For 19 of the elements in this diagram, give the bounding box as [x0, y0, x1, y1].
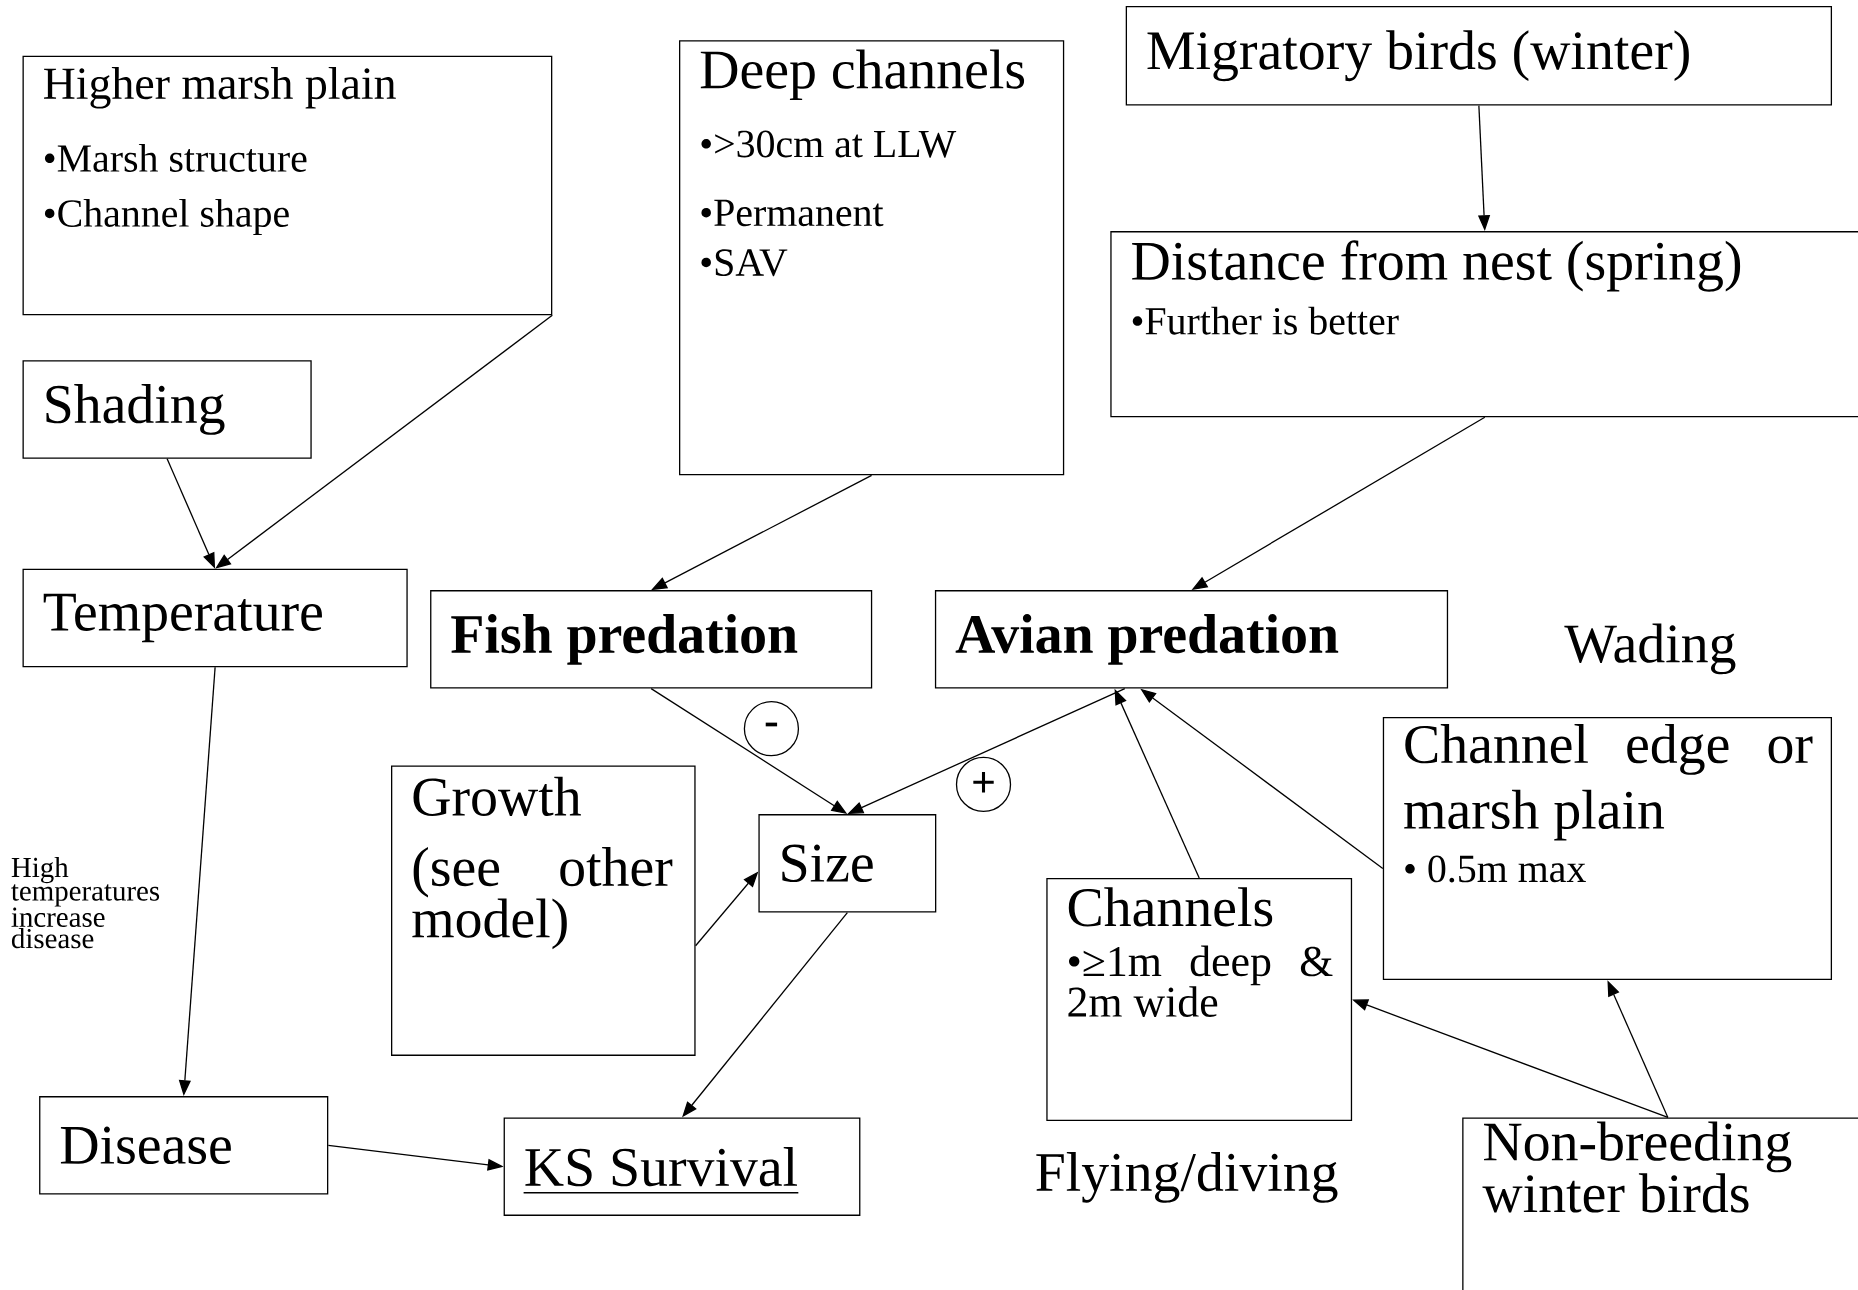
arrow — [215, 314, 553, 569]
factor-box: Shading — [22, 360, 312, 459]
habitat-box: Channels •≥1m deep & 2m wide — [1046, 878, 1353, 1121]
caption-text: Wading — [1564, 623, 1736, 675]
factor-box: Higher marsh plain •Marsh structure •Channel shape — [22, 55, 553, 316]
caption-text: Flying/diving — [1036, 1152, 1338, 1203]
outcome-box: KS Survival — [503, 1117, 861, 1216]
factor-box: Size — [758, 814, 937, 913]
habitat-box: Channel edge or marsh plain • 0.5m max — [1382, 716, 1832, 981]
factor-box: Temperature — [22, 568, 408, 668]
factor-box: Migratory birds (winter) — [1125, 5, 1833, 106]
factor-box: Disease — [39, 1096, 329, 1195]
factor-box: Deep channels •>30cm at LLW •Permanent •SAV — [679, 40, 1065, 476]
edge-label: High temperatures increase disease — [11, 856, 160, 949]
predation-box: Avian predation — [934, 590, 1449, 689]
predation-box: Fish predation — [430, 590, 873, 689]
factor-box: Non-breeding winter birds — [1462, 1117, 1858, 1290]
factor-box: Growth (see other model) — [391, 765, 696, 1056]
factor-box: Distance from nest (spring) •Further is better — [1110, 231, 1858, 418]
